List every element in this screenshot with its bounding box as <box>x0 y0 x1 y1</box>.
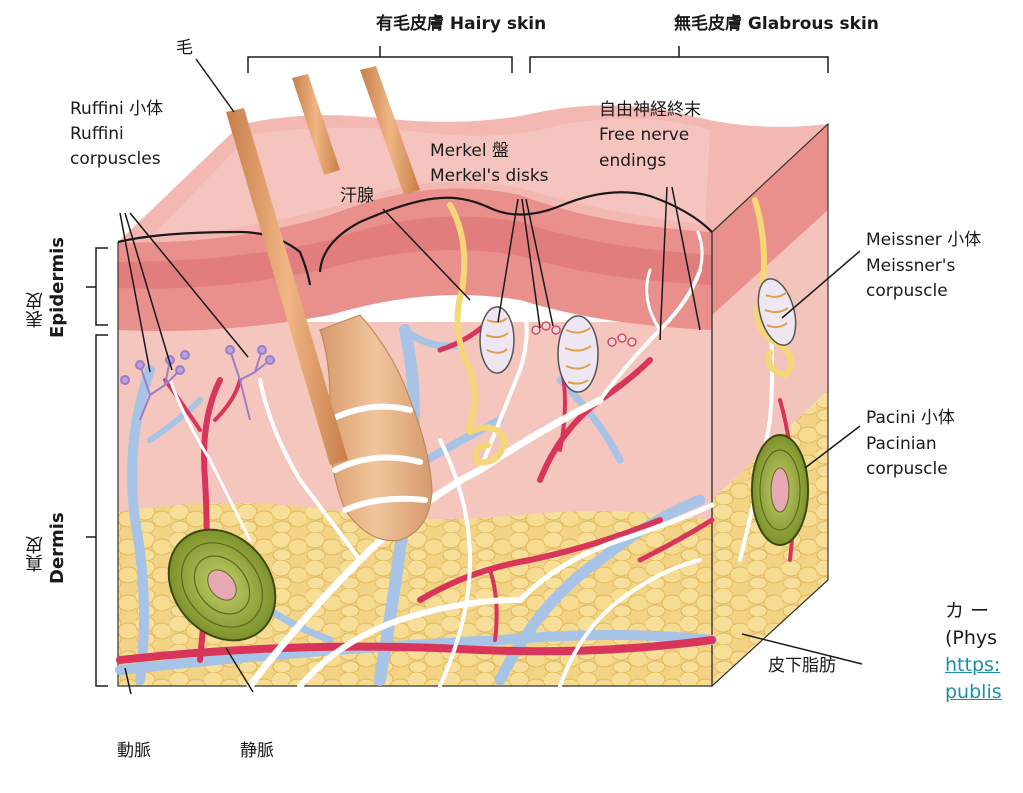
dermis-label-en-wrap: Dermis <box>48 490 68 584</box>
hair-label: 毛 <box>176 37 193 59</box>
dermis-label-jp: 真皮 <box>25 536 46 572</box>
credit-link-1[interactable]: https: <box>945 654 1000 676</box>
free-nerve-label-en-1: Free nerve <box>599 124 689 146</box>
ruffini-label-en-1: Ruffini <box>70 123 124 145</box>
dermis-label-en: Dermis <box>47 512 68 584</box>
credit-link-2[interactable]: publis <box>945 681 1002 703</box>
artery-label: 動脈 <box>117 740 151 762</box>
epidermis-label-en-wrap: Epidermis <box>48 238 68 338</box>
pacini-label-jp: Pacini 小体 <box>866 407 955 429</box>
credit-line-1: カ ー <box>945 598 989 625</box>
vein-label: 静脈 <box>240 740 274 762</box>
ruffini-label-en-2: corpuscles <box>70 148 161 170</box>
merkel-label-jp: Merkel 盤 <box>430 140 509 162</box>
header-brackets <box>248 46 828 73</box>
sweat-gland-label: 汗腺 <box>340 185 374 207</box>
credit-line-2: (Phys <box>945 625 997 652</box>
pacini-label-en-2: corpuscle <box>866 458 948 480</box>
meissner-label-en-1: Meissner's <box>866 255 955 277</box>
free-nerve-label-jp: 自由神経終末 <box>599 99 701 121</box>
meissner-label-en-2: corpuscle <box>866 280 948 302</box>
credit-link-2-wrap[interactable]: publis <box>945 679 1002 706</box>
pacini-label-en-1: Pacinian <box>866 433 937 455</box>
subcutaneous-fat-label: 皮下脂肪 <box>768 655 836 677</box>
free-nerve-label-en-2: endings <box>599 150 666 172</box>
meissner-label-jp: Meissner 小体 <box>866 229 981 251</box>
epidermis-label-en: Epidermis <box>47 237 68 338</box>
ruffini-label-jp: Ruffini 小体 <box>70 98 163 120</box>
hairy-skin-label: 有毛皮膚 Hairy skin <box>376 13 546 35</box>
layer-brackets <box>86 248 108 686</box>
epidermis-label-jp: 表皮 <box>25 292 46 328</box>
glabrous-skin-label: 無毛皮膚 Glabrous skin <box>674 13 879 35</box>
dermis-label: 真皮 <box>26 502 46 572</box>
merkel-label-en: Merkel's disks <box>430 165 549 187</box>
epidermis-label: 表皮 <box>26 246 46 328</box>
credit-link-1-wrap[interactable]: https: <box>945 652 1000 679</box>
